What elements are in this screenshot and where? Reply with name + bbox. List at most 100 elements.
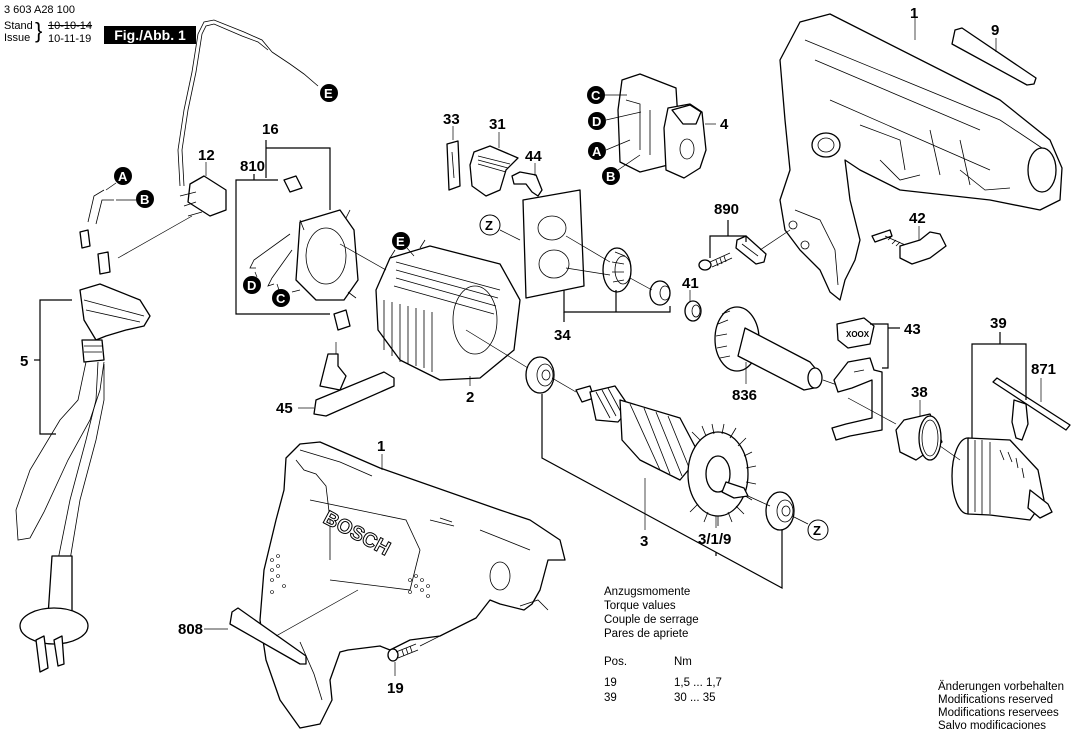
svg-text:D: D [247,278,256,293]
part-label-44: 44 [525,148,542,165]
power-cord-5 [15,283,151,673]
part-label-43: 43 [904,321,921,338]
callout-E-wire: E [320,84,338,102]
bearing-plate [522,189,585,299]
spring-41 [684,300,702,322]
brush-springs [249,233,293,287]
callout-D-switch: D [588,112,606,130]
part-label-34: 34 [554,327,571,344]
selector-marking: XOOX [846,330,870,339]
svg-text:E: E [396,234,405,249]
svg-text:C: C [276,291,286,306]
part-label-871: 871 [1031,361,1056,378]
svg-text:C: C [591,88,601,103]
part-label-3: 3 [640,533,648,550]
issue-date: 10-11-19 [48,33,92,45]
figure-label: Fig./Abb. 1 [104,26,196,44]
switch-4 [617,73,707,179]
label-strip-9 [951,27,1037,86]
stator-2 [375,239,521,381]
callout-B-switch: B [602,167,620,185]
part-label-808: 808 [178,621,203,638]
part-label-2: 2 [466,389,474,406]
screw-890 [698,252,733,271]
part-label-12: 12 [198,147,215,164]
part-label-836: 836 [732,387,757,404]
cord-leads [79,189,114,275]
torque-title-fr: Couple de serrage [604,614,699,626]
part-label-31: 31 [489,116,506,133]
part-label-38: 38 [911,384,928,401]
part-label-1-top: 1 [910,5,918,22]
torque-row: 19 1,5 ... 1,7 [604,677,722,692]
part-label-33: 33 [443,111,460,128]
svg-text:A: A [592,144,602,159]
col-pos-header: Pos. [604,656,628,668]
callout-C-switch: C [587,86,605,104]
brace: } [35,18,43,43]
carbon-brush-top [283,175,303,193]
armature-3 [575,385,757,526]
sleeve-38 [895,413,943,461]
footer-note-en: Modifications reserved [938,694,1054,706]
callout-Z-bearing: Z [807,519,829,541]
part-label-39: 39 [990,315,1007,332]
part-label-3-1-9: 3/1/9 [698,531,731,548]
svg-text:D: D [592,114,601,129]
callout-A-cord: A [114,167,132,185]
part-label-19: 19 [387,680,404,697]
callout-B-cord: B [136,190,154,208]
callout-E-stator: E [392,232,410,250]
chuck-key-871 [992,377,1071,441]
grip-dots [270,554,430,598]
torque-header-row: Pos. Nm [604,656,722,671]
brush-plate-16 [291,209,359,301]
torque-nm: 1,5 ... 1,7 [674,677,722,689]
part-label-810: 810 [240,158,265,175]
svg-text:E: E [324,86,333,101]
cover-45 [313,353,395,417]
torque-title-es: Pares de apriete [604,628,689,640]
torque-table: Pos. Nm 19 1,5 ... 1,7 39 30 ... 35 [604,656,722,707]
part-label-41: 41 [682,275,699,292]
part-label-42: 42 [909,210,926,227]
ball-bearing-right [765,491,795,531]
torque-row: 39 30 ... 35 [604,692,722,707]
strip-33 [446,140,461,191]
callout-C-brush: C [272,289,290,307]
housing-half-top [779,13,1063,301]
part-label-890: 890 [714,201,739,218]
ball-bearing-left [525,356,555,394]
callout-Z-plate: Z [479,214,501,236]
drill-chuck-39 [951,437,1053,521]
capacitor-12 [179,175,227,217]
slider-42 [871,229,947,265]
gear-ring [602,247,632,293]
stand-date: 10-10-14 [48,20,93,32]
carbon-brush-bottom [333,309,351,331]
label-strip-808 [229,607,307,665]
svg-text:Z: Z [813,523,821,538]
svg-text:Z: Z [485,218,493,233]
svg-text:A: A [118,169,128,184]
document-number: 3 603 A28 100 [4,4,75,16]
housing-half-bottom: BOSCH [259,441,566,729]
torque-pos: 19 [604,677,617,689]
issue-label: Issue [4,32,31,44]
footer-note-fr: Modifications reservees [938,707,1059,719]
part-label-1-bottom: 1 [377,438,385,455]
bushing [649,280,671,306]
part-label-4: 4 [720,116,729,133]
bracket-890 [735,235,767,265]
clip-44 [511,171,543,197]
torque-title-en: Torque values [604,600,676,612]
footer-note-de: Änderungen vorbehalten [938,681,1064,693]
torque-pos: 39 [604,692,617,704]
svg-text:B: B [140,192,149,207]
part-label-45: 45 [276,400,293,417]
svg-text:B: B [606,169,615,184]
torque-nm: 30 ... 35 [674,692,716,704]
part-label-5: 5 [20,353,28,370]
col-nm-header: Nm [674,656,692,668]
